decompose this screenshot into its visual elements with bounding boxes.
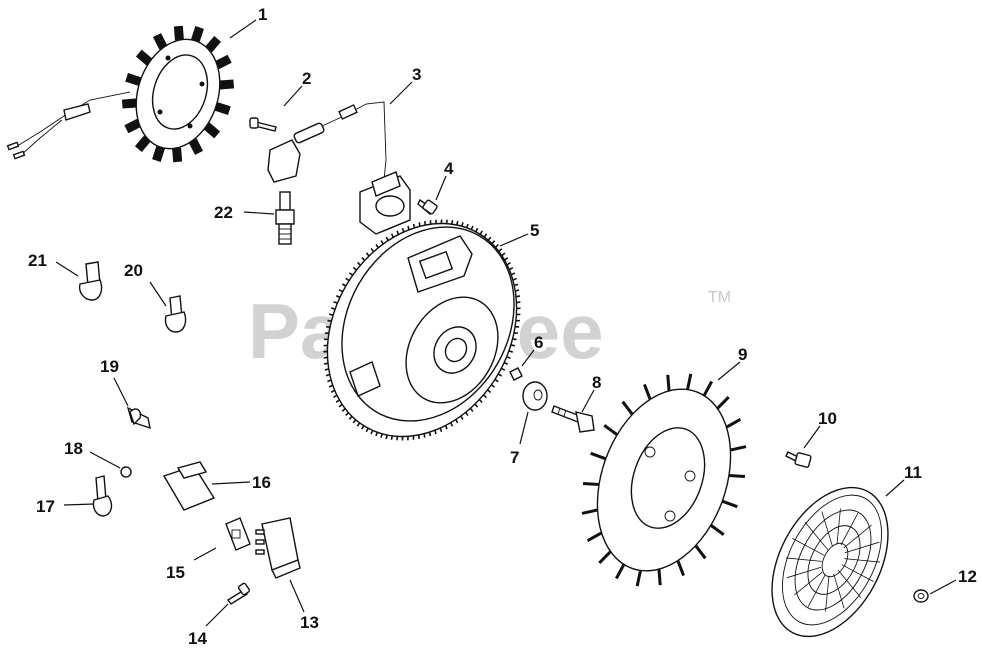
callout-13: 13	[300, 613, 319, 632]
part-spark-plug[interactable]	[275, 191, 295, 245]
part-clip-19[interactable]	[126, 406, 151, 430]
callout-22: 22	[214, 203, 233, 222]
part-washer[interactable]	[522, 381, 548, 411]
callout-18: 18	[64, 439, 83, 458]
part-clip-17[interactable]	[92, 475, 113, 517]
part-fan[interactable]	[574, 370, 755, 589]
callout-5: 5	[530, 221, 539, 240]
part-screw-small[interactable]	[249, 117, 277, 132]
part-terminal-housing[interactable]	[162, 461, 216, 511]
callout-20: 20	[124, 261, 143, 280]
callout-11: 11	[904, 463, 922, 482]
part-clip-20[interactable]	[164, 295, 187, 333]
part-small-nut[interactable]	[120, 466, 132, 478]
callout-1: 1	[258, 5, 267, 24]
part-regulator[interactable]	[255, 517, 301, 579]
callout-2: 2	[302, 69, 311, 88]
callout-14: 14	[188, 629, 207, 648]
leader-lines	[55, 19, 957, 627]
part-clip-21[interactable]	[78, 261, 103, 301]
callout-10: 10	[818, 409, 837, 428]
callout-15: 15	[166, 563, 185, 582]
callout-8: 8	[592, 373, 601, 392]
callout-19: 19	[100, 357, 119, 376]
callout-9: 9	[738, 345, 747, 364]
part-connector[interactable]	[225, 517, 251, 551]
callout-12: 12	[958, 567, 977, 586]
callout-4: 4	[444, 159, 454, 178]
part-flywheel[interactable]	[290, 189, 554, 471]
part-screw-screen[interactable]	[785, 451, 812, 468]
part-flywheel-bolt[interactable]	[551, 405, 595, 433]
part-stator[interactable]	[6, 25, 235, 163]
part-spark-plug-boot[interactable]	[267, 122, 325, 183]
callout-21: 21	[28, 251, 47, 270]
part-debris-screen[interactable]	[748, 468, 911, 655]
callout-6: 6	[534, 333, 543, 352]
callout-7: 7	[510, 448, 519, 467]
callout-16: 16	[252, 473, 271, 492]
part-key[interactable]	[509, 367, 523, 381]
callout-17: 17	[36, 497, 55, 516]
part-screw-regulator[interactable]	[226, 582, 251, 605]
callout-3: 3	[412, 65, 421, 84]
part-screw-module[interactable]	[417, 198, 438, 215]
part-ignition-module[interactable]	[321, 101, 411, 235]
watermark-trademark: TM	[708, 289, 731, 306]
part-nut[interactable]	[913, 589, 929, 603]
